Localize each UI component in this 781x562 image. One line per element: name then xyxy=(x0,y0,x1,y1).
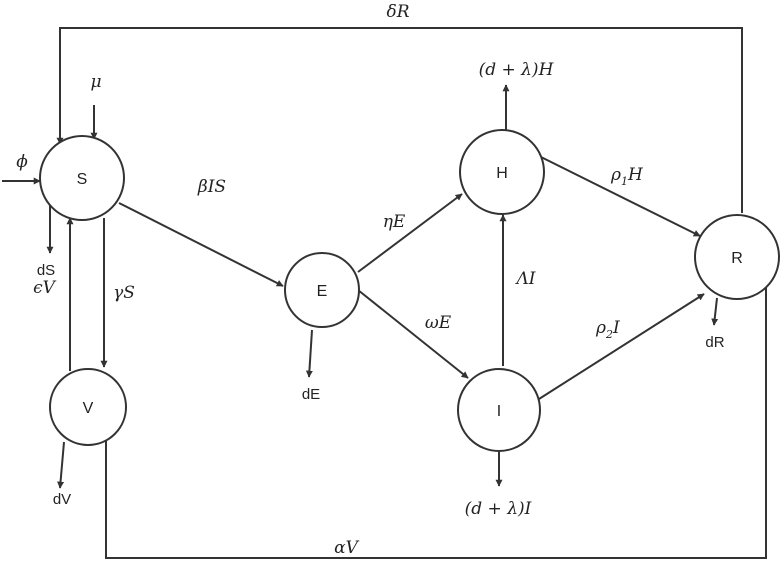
label-rho2-i-sub: 2 xyxy=(605,328,613,341)
edge-e-to-h xyxy=(357,193,463,273)
label-dr: dR xyxy=(705,334,724,351)
label-rho2-i-base: ρ xyxy=(595,318,606,338)
edge-s-to-e xyxy=(118,202,284,287)
label-dv: dV xyxy=(53,491,71,508)
label-rho1-h-tail: H xyxy=(627,165,644,185)
edge-e-to-i xyxy=(357,289,469,379)
node-h: H xyxy=(459,129,545,215)
label-omega-e: ωE xyxy=(425,313,452,333)
node-r: R xyxy=(694,214,780,300)
label-dl-h: (d + λ)H xyxy=(479,60,555,80)
label-delta-r: δR xyxy=(386,2,409,22)
label-rho2-i: ρ2I xyxy=(595,318,620,341)
node-s-circle xyxy=(39,135,125,221)
label-dl-i: (d + λ)I xyxy=(465,499,532,519)
label-alpha-v: αV xyxy=(334,538,359,558)
node-s-label: S xyxy=(77,171,88,188)
label-de: dE xyxy=(302,386,320,403)
edge-de-outflow xyxy=(305,329,313,378)
label-phi: ϕ xyxy=(16,152,28,172)
node-e: E xyxy=(284,252,360,328)
edge-r-to-s-feedback xyxy=(56,27,743,213)
node-r-circle xyxy=(694,214,780,300)
label-rho1-h-base: ρ xyxy=(610,165,621,185)
node-v-circle xyxy=(49,368,127,446)
label-rho1-h: ρ1H xyxy=(610,165,644,188)
node-v-label: V xyxy=(83,400,94,417)
label-beta-is: βIS xyxy=(197,177,226,197)
edge-i-to-r xyxy=(538,293,705,400)
node-e-circle xyxy=(284,252,360,328)
label-eta-e: ηE xyxy=(383,212,406,232)
node-e-label: E xyxy=(317,283,328,300)
edge-dv-outflow xyxy=(57,441,65,489)
node-s: S xyxy=(39,135,125,221)
edge-v-to-r-loop xyxy=(105,269,770,559)
label-mu: μ xyxy=(90,72,101,92)
node-r-label: R xyxy=(731,250,743,267)
label-rho1-h-sub: 1 xyxy=(621,175,628,188)
label-ds: dS xyxy=(37,262,55,279)
edge-dr-outflow xyxy=(711,297,719,326)
node-h-label: H xyxy=(496,165,508,182)
edge-h-to-r xyxy=(540,156,701,237)
node-h-circle xyxy=(459,129,545,215)
node-v: V xyxy=(49,368,127,446)
node-i-label: I xyxy=(497,403,501,420)
label-gamma-s: γS xyxy=(113,283,135,303)
label-rho2-i-tail: I xyxy=(612,318,620,338)
node-i-circle xyxy=(457,368,541,452)
label-eps-v: ϵV xyxy=(33,278,57,298)
label-lambda-i: ΛI xyxy=(515,269,536,289)
node-i: I xyxy=(457,368,541,452)
